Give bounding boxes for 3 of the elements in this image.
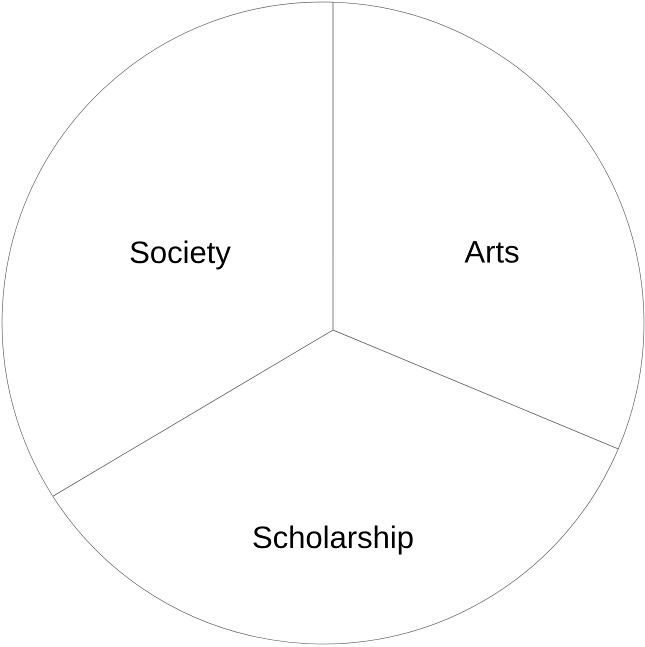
sector: Scholarship — [52, 330, 619, 644]
sector: Arts — [332, 2, 644, 450]
sector: Society — [2, 2, 334, 497]
